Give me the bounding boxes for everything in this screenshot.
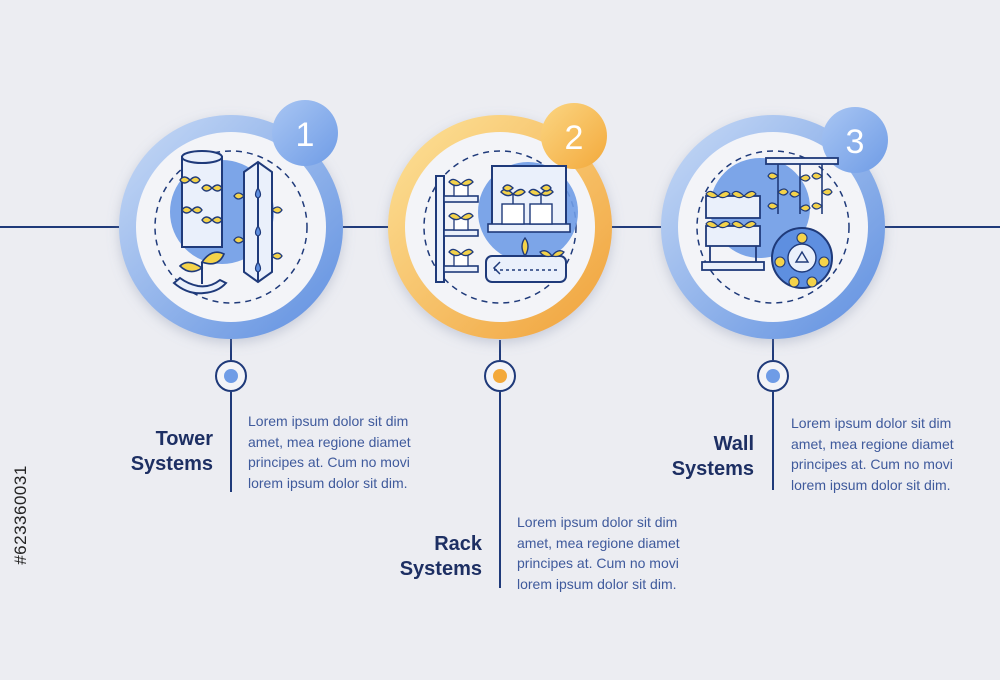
step-2-description: Lorem ipsum dolor sit dim amet, mea regi…: [517, 514, 680, 592]
step-3-description: Lorem ipsum dolor sit dim amet, mea regi…: [791, 415, 954, 493]
step-1-description: Lorem ipsum dolor sit dim amet, mea regi…: [248, 413, 411, 491]
badge-2-number: 2: [565, 119, 584, 157]
connector-dot-2: [484, 360, 516, 392]
wall-planter-icon: [701, 157, 839, 289]
badge-2: 2: [541, 103, 607, 169]
step-2-title: Rack Systems: [399, 533, 482, 580]
badge-1-number: 1: [296, 116, 315, 154]
connector-dot-1: [215, 360, 247, 392]
step-3-title: Wall Systems: [671, 433, 754, 480]
badge-3: 3: [822, 107, 888, 173]
step-1-title: Tower Systems: [130, 428, 213, 475]
rack-shelf-icon: [435, 162, 578, 283]
connector-dot-3: [757, 360, 789, 392]
badge-3-number: 3: [846, 123, 865, 161]
stock-id-label: #623360031: [11, 465, 30, 565]
badge-1: 1: [272, 100, 338, 166]
tower-garden-icon: [170, 150, 283, 295]
